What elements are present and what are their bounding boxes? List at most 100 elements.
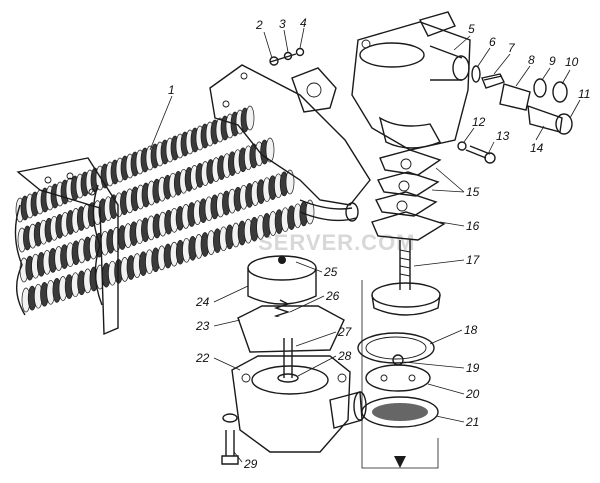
leader-6 bbox=[477, 47, 491, 67]
plunger-cup bbox=[371, 282, 441, 308]
coil-left-end bbox=[14, 204, 26, 316]
label-19: 19 bbox=[466, 361, 480, 375]
leader-16 bbox=[439, 221, 465, 227]
leader-17 bbox=[413, 259, 465, 267]
plate-16a bbox=[374, 191, 438, 217]
inlet-port bbox=[306, 82, 322, 98]
outlet-pipe-end bbox=[345, 202, 359, 222]
rear-bracket bbox=[209, 64, 371, 206]
bolt-13-head bbox=[484, 152, 496, 164]
coil-corrugation bbox=[305, 199, 315, 225]
leader-20 bbox=[427, 383, 465, 395]
lower-pump-assembly bbox=[221, 255, 367, 465]
label-23: 23 bbox=[195, 319, 210, 333]
nut-28 bbox=[277, 373, 299, 383]
plate-center-hole bbox=[400, 158, 412, 170]
label-4: 4 bbox=[300, 16, 307, 30]
watermark: SERVER.COM bbox=[258, 230, 416, 255]
housing-side-port bbox=[452, 55, 470, 81]
label-14: 14 bbox=[530, 141, 544, 155]
leader-23 bbox=[213, 319, 241, 327]
stem-27 bbox=[283, 338, 293, 378]
bracket-hole bbox=[222, 100, 230, 108]
leader-8 bbox=[515, 65, 531, 87]
body-mount-hole bbox=[241, 373, 251, 383]
leader-4 bbox=[299, 27, 305, 49]
label-27: 27 bbox=[337, 325, 353, 339]
label-12: 12 bbox=[472, 115, 486, 129]
screw-2-head bbox=[269, 56, 279, 66]
leader-11 bbox=[569, 99, 581, 119]
plunger-cup-wall bbox=[371, 294, 441, 316]
leader-21 bbox=[435, 415, 465, 423]
label-13: 13 bbox=[496, 129, 510, 143]
plate-center-hole bbox=[396, 200, 408, 212]
label-10: 10 bbox=[565, 55, 579, 69]
leader-28 bbox=[297, 355, 337, 377]
assembly-arrow bbox=[361, 280, 439, 469]
label-8: 8 bbox=[528, 53, 535, 67]
diaphragm-stack bbox=[371, 149, 446, 241]
label-11: 11 bbox=[578, 87, 590, 101]
outlet-pipe bbox=[299, 199, 357, 222]
label-28: 28 bbox=[337, 349, 352, 363]
leader-5 bbox=[453, 35, 471, 51]
plate-15b bbox=[376, 171, 440, 197]
ring-18-inner bbox=[365, 336, 427, 360]
leader-26 bbox=[289, 295, 325, 313]
label-7: 7 bbox=[508, 41, 516, 55]
ring-18 bbox=[357, 332, 435, 364]
leader-13 bbox=[487, 141, 495, 155]
label-21: 21 bbox=[465, 415, 479, 429]
label-20: 20 bbox=[465, 387, 480, 401]
valve-plate-20 bbox=[365, 364, 431, 392]
bracket-hole bbox=[66, 172, 74, 180]
housing-lower-boss bbox=[378, 116, 441, 149]
washer-3 bbox=[283, 51, 293, 61]
leader-lines bbox=[149, 27, 581, 463]
plate-16b bbox=[371, 211, 446, 241]
gasket-6 bbox=[471, 65, 481, 83]
plunger-rod bbox=[399, 240, 411, 290]
leader-10 bbox=[561, 69, 571, 85]
housing-top-rim bbox=[359, 42, 425, 68]
spring-7 bbox=[481, 73, 505, 89]
label-22: 22 bbox=[195, 351, 210, 365]
bolt-29-shank bbox=[225, 430, 235, 456]
body-mount-hole bbox=[337, 373, 347, 383]
label-5: 5 bbox=[468, 22, 475, 36]
valve-body-8 bbox=[499, 83, 531, 111]
heater-coil bbox=[14, 64, 371, 336]
leader-19 bbox=[403, 361, 465, 369]
inlet-flange bbox=[291, 67, 337, 113]
label-6: 6 bbox=[489, 35, 496, 49]
label-9: 9 bbox=[549, 54, 556, 68]
callout-labels: 1 2 3 4 5 6 7 8 9 10 11 12 13 14 15 16 1… bbox=[168, 16, 590, 471]
gasket-23-opening bbox=[252, 316, 328, 344]
bracket-hole bbox=[240, 72, 248, 80]
gasket-23 bbox=[237, 305, 345, 353]
label-18: 18 bbox=[464, 323, 478, 337]
front-bracket bbox=[16, 157, 119, 336]
washer-12 bbox=[457, 141, 467, 151]
coil-corrugation bbox=[285, 169, 295, 195]
leader-25 bbox=[295, 261, 323, 273]
cap-24-wall bbox=[247, 268, 317, 305]
cap-24-center bbox=[278, 256, 286, 264]
bracket-hole bbox=[88, 188, 96, 196]
plate-port bbox=[380, 374, 388, 382]
leader-9 bbox=[541, 67, 551, 81]
leader-12 bbox=[463, 127, 475, 143]
label-2: 2 bbox=[255, 18, 263, 32]
label-25: 25 bbox=[323, 265, 338, 279]
label-1: 1 bbox=[168, 83, 175, 97]
leader-18 bbox=[429, 329, 463, 345]
bolt-29-head bbox=[221, 455, 239, 465]
ring-9 bbox=[533, 78, 547, 98]
label-3: 3 bbox=[279, 17, 286, 31]
coil-corrugations bbox=[15, 105, 315, 313]
plunger-17 bbox=[371, 240, 441, 316]
leader-29 bbox=[233, 451, 243, 463]
